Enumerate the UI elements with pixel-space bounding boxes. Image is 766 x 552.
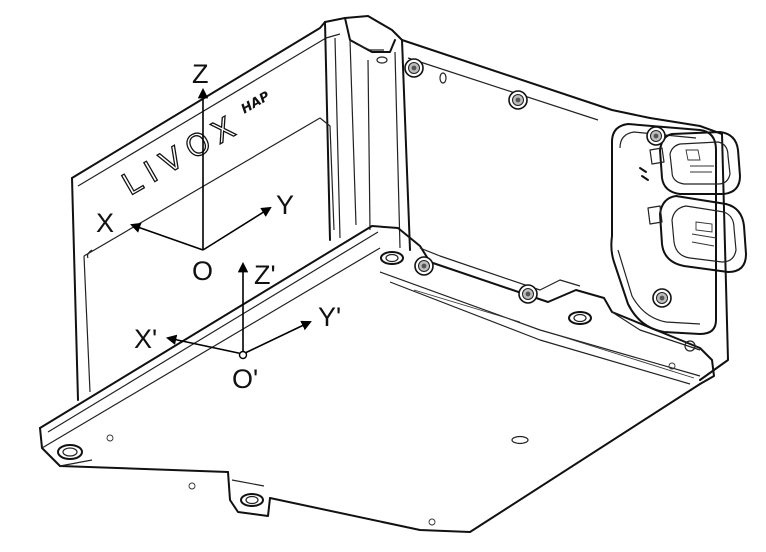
bolt-icon [508, 90, 528, 110]
bolt-icon [652, 288, 672, 308]
slot-icon [511, 435, 529, 445]
screw-dot-icon [428, 518, 436, 526]
mount-hole-icon [684, 340, 696, 352]
vent-hole-icon [439, 72, 447, 84]
vent-hole-icon [376, 56, 388, 64]
x-axis-arrow [130, 222, 204, 251]
x-prime-axis-label: X' [134, 324, 157, 354]
z-prime-axis-label: Z' [254, 260, 276, 290]
x-prime-axis-arrow [165, 334, 244, 355]
y-prime-axis-label: Y' [318, 302, 341, 332]
mount-hole-icon [57, 444, 83, 460]
y-axis-arrow [202, 206, 272, 251]
fasteners [57, 56, 696, 526]
z-axis-label: Z [192, 59, 209, 89]
brand-logo: LIVOX HAP [116, 89, 273, 204]
model-name: HAP [239, 89, 273, 117]
y-axis-label: Y [276, 190, 294, 220]
screw-dot-icon [106, 434, 114, 442]
mount-frame-axes: Z' X' Y' O' [134, 260, 341, 394]
mount-hole-icon [380, 251, 404, 265]
screw-dot-icon [188, 482, 196, 490]
bolt-icon [404, 58, 424, 78]
x-axis-label: X [96, 208, 114, 238]
bolt-icon [518, 284, 538, 304]
mount-hole-icon [240, 493, 264, 507]
y-prime-axis-arrow [242, 320, 312, 355]
brand-wordmark: LIVOX [117, 106, 250, 203]
body-frame-axes: Z X Y O [96, 59, 294, 286]
bolt-icon [646, 126, 666, 146]
bolt-icon [414, 256, 434, 276]
mount-hole-icon [568, 311, 592, 325]
connector-module [610, 123, 747, 335]
mount-origin-label: O' [232, 364, 258, 394]
mount-origin-point-icon [238, 350, 248, 360]
origin-label: O [192, 256, 213, 286]
screw-dot-icon [668, 362, 676, 370]
